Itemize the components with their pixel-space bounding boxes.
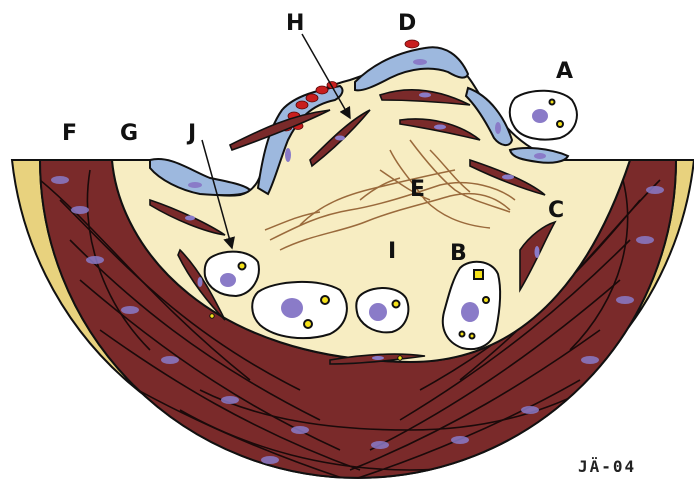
- label-j: J: [186, 121, 196, 146]
- label-a: A: [556, 59, 573, 84]
- signature: JÄ-04: [578, 457, 636, 476]
- label-e: E: [410, 177, 425, 202]
- label-b: B: [450, 241, 467, 266]
- label-d: D: [398, 11, 416, 36]
- label-c: C: [548, 198, 564, 223]
- label-f: F: [62, 121, 77, 146]
- label-h: H: [286, 11, 304, 36]
- label-i: I: [388, 239, 396, 264]
- foam-cell-j: [205, 252, 259, 296]
- label-g: G: [120, 121, 138, 146]
- foam-cell-a: [510, 91, 577, 140]
- foam-cell-center-left: [252, 282, 347, 338]
